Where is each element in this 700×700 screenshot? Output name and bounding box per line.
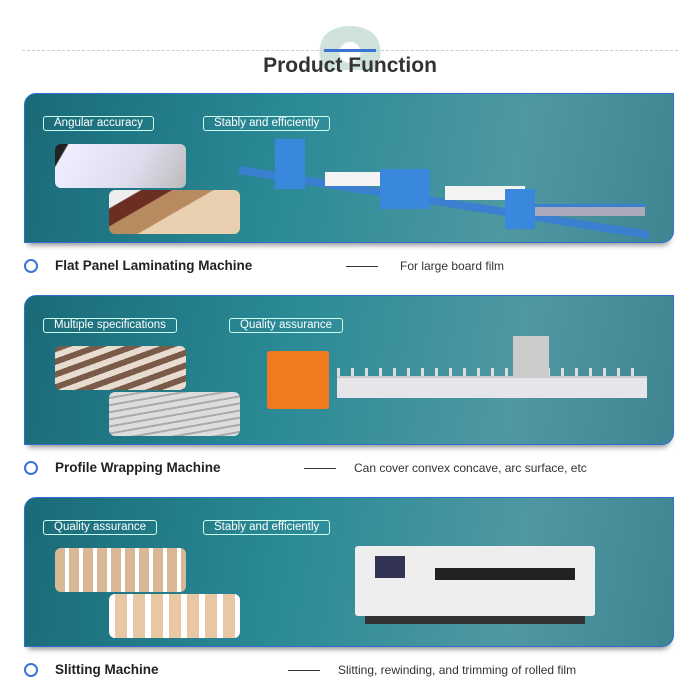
paper-tubes-image: [109, 594, 240, 638]
bullet-circle-icon: [24, 259, 38, 273]
title-accent: [324, 49, 376, 52]
product-description: For large board film: [400, 259, 505, 273]
product-description: Slitting, rewinding, and trimming of rol…: [338, 663, 577, 677]
profile-image: [55, 346, 186, 390]
product-panel-flat-panel: Angular accuracy Stably and efficiently: [24, 93, 674, 243]
feature-tag: Quality assurance: [229, 318, 344, 333]
product-label-row: Flat Panel Laminating Machine For large …: [24, 256, 684, 276]
product-panel-slitting: Quality assurance Stably and efficiently: [24, 497, 674, 647]
product-name: Slitting Machine: [55, 662, 159, 677]
white-board-image: [55, 144, 186, 188]
product-label-row: Slitting Machine Slitting, rewinding, an…: [24, 660, 684, 680]
feature-tag: Stably and efficiently: [203, 520, 331, 535]
feature-tag: Quality assurance: [43, 520, 158, 535]
brand-logo-icon: [319, 26, 381, 70]
product-label-row: Profile Wrapping Machine Can cover conve…: [24, 458, 684, 478]
dash-separator: [346, 266, 378, 267]
bullet-circle-icon: [24, 461, 38, 475]
product-description: Can cover convex concave, arc surface, e…: [354, 461, 587, 475]
dash-separator: [288, 670, 320, 671]
product-name: Flat Panel Laminating Machine: [55, 258, 253, 273]
feature-tag: Stably and efficiently: [203, 116, 331, 131]
wood-board-image: [109, 190, 240, 234]
film-rolls-image: [55, 548, 186, 592]
feature-tag: Multiple specifications: [43, 318, 177, 333]
product-panel-profile-wrapping: Multiple specifications Quality assuranc…: [24, 295, 674, 445]
page-title: Product Function: [263, 54, 437, 77]
bullet-circle-icon: [24, 663, 38, 677]
product-name: Profile Wrapping Machine: [55, 460, 221, 475]
feature-tag: Angular accuracy: [43, 116, 154, 131]
profile-panel-image: [109, 392, 240, 436]
dash-separator: [304, 468, 336, 469]
